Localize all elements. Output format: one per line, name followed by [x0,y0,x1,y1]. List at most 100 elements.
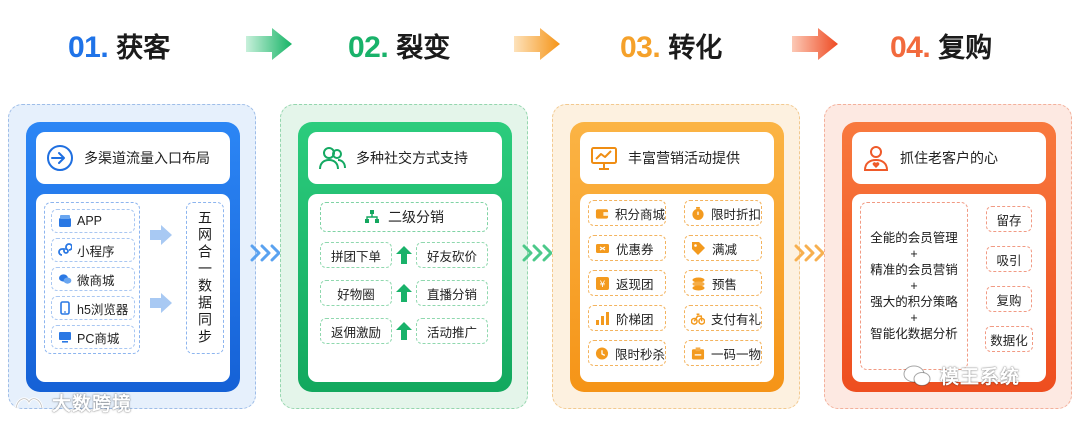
acquire-body: APP 小程序 微商城 h5浏览器 PC商城 [36,194,230,382]
up-arrow-icon [396,284,412,302]
convert-column: 丰富营销活动提供 积分商城 优惠券 ¥ 返现团 阶梯团 限时秒杀 限时折扣 [552,104,800,409]
channel-h5-label: h5浏览器 [77,302,129,317]
right-arrow-icon [150,225,172,245]
channel-wechat-mall-label: 微商城 [77,273,115,288]
member-management: 全能的会员管理 [870,231,958,245]
hierarchy-icon [365,210,379,223]
bike-icon [691,313,705,325]
user-heart-icon [863,146,889,171]
fission-title: 多种社交方式支持 [356,150,468,166]
repurchase-panel: 抓住老客户的心 全能的会员管理 + 精准的会员营销 + 强大的积分策略 + 智能… [842,122,1056,392]
channel-list: APP 小程序 微商城 h5浏览器 PC商城 [44,202,140,354]
group-buy-order: 拼团下单 [320,242,392,268]
tag-repurchase-label: 复购 [996,293,1022,308]
double-chevron-orange-icon [794,244,825,262]
wechat-icon [59,274,72,284]
cashback-group: ¥ 返现团 [588,270,666,296]
cashback-group-label: 返现团 [616,277,654,292]
tag-attract: 吸引 [986,246,1032,272]
one-code-one-item: 一码一物 [684,340,762,366]
entry-icon [47,145,73,171]
clock-icon [595,346,609,360]
full-reduction-label: 满减 [712,242,738,257]
presale-label: 预售 [712,277,738,292]
plus-sign: + [910,247,918,261]
watermark-right-text: 模王系统 [940,367,1021,388]
good-items-circle-label: 好物圈 [337,287,375,302]
convert-body: 积分商城 优惠券 ¥ 返现团 阶梯团 限时秒杀 限时折扣 满减 [580,194,774,382]
double-chevron-blue-icon [250,244,281,262]
green-arrow-icon [246,28,292,60]
commission-incentive: 返佣激励 [320,318,392,344]
monitor-icon [59,332,71,343]
convert-header: 丰富营销活动提供 [580,132,774,184]
payment-gift: 支付有礼 [684,305,762,331]
step-4-name: 复购 [938,33,993,63]
coupon: 优惠券 [588,235,666,261]
channel-pc-mall-label: PC商城 [77,331,120,346]
up-arrow-icon [396,246,412,264]
repurchase-body: 全能的会员管理 + 精准的会员营销 + 强大的积分策略 + 智能化数据分析 留存… [852,194,1046,382]
tag-repurchase: 复购 [986,286,1032,312]
tag-icon [692,241,705,255]
live-distribution-label: 直播分销 [426,287,477,302]
svg-text:¥: ¥ [600,280,606,290]
tag-attract-label: 吸引 [996,253,1022,268]
activity-promotion-label: 活动推广 [426,325,477,340]
red-arrow-icon [792,28,838,60]
unified-result-box: 五网合一数据同步 [186,202,224,354]
bar-steps-icon [596,311,609,325]
one-code-one-item-label: 一码一物 [710,347,761,362]
commission-incentive-label: 返佣激励 [330,325,381,340]
convert-title: 丰富营销活动提供 [628,150,740,166]
coupon-label: 优惠券 [616,242,654,257]
friend-bargain: 好友砍价 [416,242,488,268]
package-icon [691,346,705,360]
points-mall-label: 积分商城 [614,207,665,222]
full-reduction: 满减 [684,235,762,261]
channel-h5: h5浏览器 [51,296,135,320]
step-3-title: 03. 转化 [620,26,722,66]
channel-mini-program: 小程序 [51,238,135,262]
mini-program-icon [58,243,72,256]
acquire-title: 多渠道流量入口布局 [84,150,210,166]
watermark-left-text: 大数跨境 [52,394,133,415]
friend-bargain-label: 好友砍价 [426,249,477,264]
channel-wechat-mall: 微商城 [51,267,135,291]
up-arrow-icon [396,322,412,340]
step-2-name: 裂变 [396,33,451,63]
channel-pc-mall: PC商城 [51,325,135,349]
phone-icon [60,301,70,315]
step-1-number: 01. [68,31,109,64]
fission-column: 多种社交方式支持 二级分销 拼团下单 好物圈 返佣激励 好友砍价 直播分销 活动… [280,104,528,409]
flash-sale-label: 限时秒杀 [614,347,665,362]
fission-body: 二级分销 拼团下单 好物圈 返佣激励 好友砍价 直播分销 活动推广 [308,194,502,382]
payment-gift-label: 支付有礼 [710,312,761,327]
channel-app: APP [51,209,135,233]
points-strategy: 强大的积分策略 [870,295,958,309]
plus-sign: + [910,279,918,293]
repurchase-column: 抓住老客户的心 全能的会员管理 + 精准的会员营销 + 强大的积分策略 + 智能… [824,104,1072,409]
member-marketing: 精准的会员营销 [870,263,958,277]
group-buy-order-label: 拼团下单 [330,249,381,264]
step-1-title: 01. 获客 [68,26,170,66]
fission-header: 多种社交方式支持 [308,132,502,184]
tiered-group: 阶梯团 [588,305,666,331]
presale: 预售 [684,270,762,296]
channel-mini-program-label: 小程序 [77,244,115,259]
right-arrow-icon [150,293,172,313]
group-users-icon [319,147,346,170]
fission-panel: 多种社交方式支持 二级分销 拼团下单 好物圈 返佣激励 好友砍价 直播分销 活动… [298,122,512,392]
data-analysis: 智能化数据分析 [870,327,958,341]
step-3-number: 03. [620,31,661,64]
channel-app-label: APP [77,214,103,228]
brand-logo-icon [14,396,44,408]
repurchase-title: 抓住老客户的心 [900,150,998,166]
activity-promotion: 活动推广 [416,318,488,344]
double-chevron-green-icon [522,244,553,262]
tag-retention: 留存 [986,206,1032,232]
step-2-number: 02. [348,31,389,64]
limited-discount-label: 限时折扣 [710,207,761,222]
wallet-icon [595,208,609,219]
unified-result-text: 五网合一数据同步 [197,210,213,346]
